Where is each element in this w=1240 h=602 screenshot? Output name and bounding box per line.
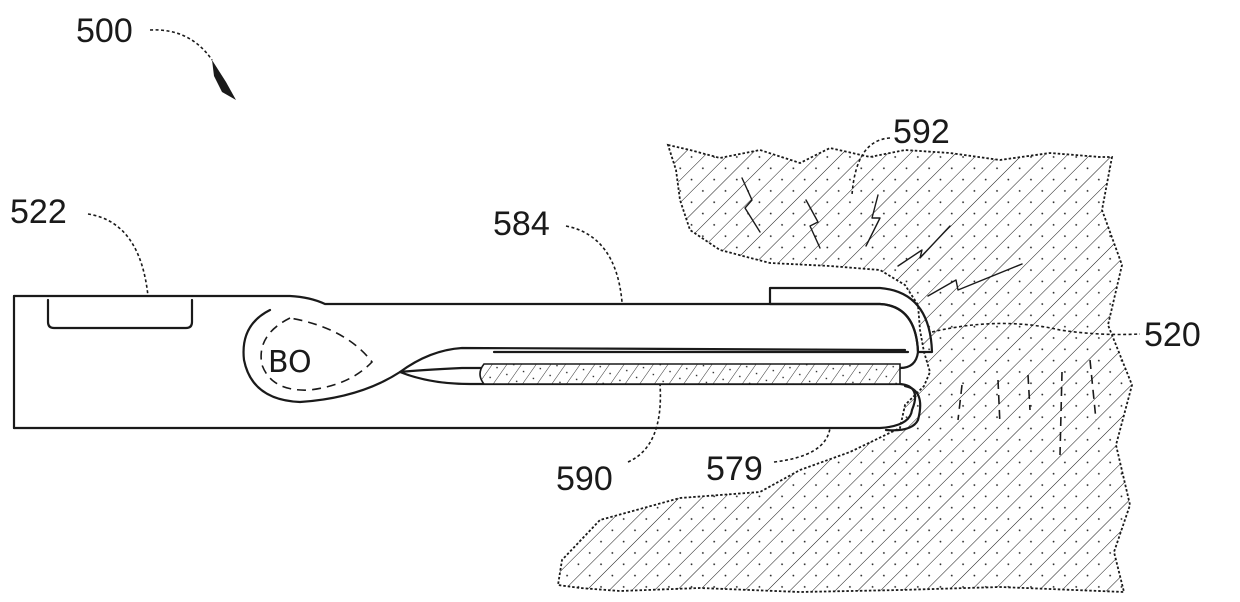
pivot-housing xyxy=(244,310,905,402)
label-500: 500 xyxy=(76,12,133,50)
label-522: 522 xyxy=(10,193,67,231)
arrow-500 xyxy=(212,60,236,100)
label-520: 520 xyxy=(1144,316,1201,354)
leader-579 xyxy=(774,428,830,462)
leader-590 xyxy=(628,384,660,462)
label-584: 584 xyxy=(493,205,550,243)
leader-522 xyxy=(88,214,148,296)
label-590: 590 xyxy=(556,460,613,498)
instrument-body xyxy=(14,296,918,428)
end-cap xyxy=(770,288,932,352)
leader-500 xyxy=(150,30,212,60)
label-579: 579 xyxy=(706,450,763,488)
label-592: 592 xyxy=(893,113,950,151)
leader-584 xyxy=(566,226,622,302)
pad xyxy=(480,364,900,384)
handle-recess xyxy=(48,300,192,328)
pivot-marking: BO xyxy=(268,345,312,380)
